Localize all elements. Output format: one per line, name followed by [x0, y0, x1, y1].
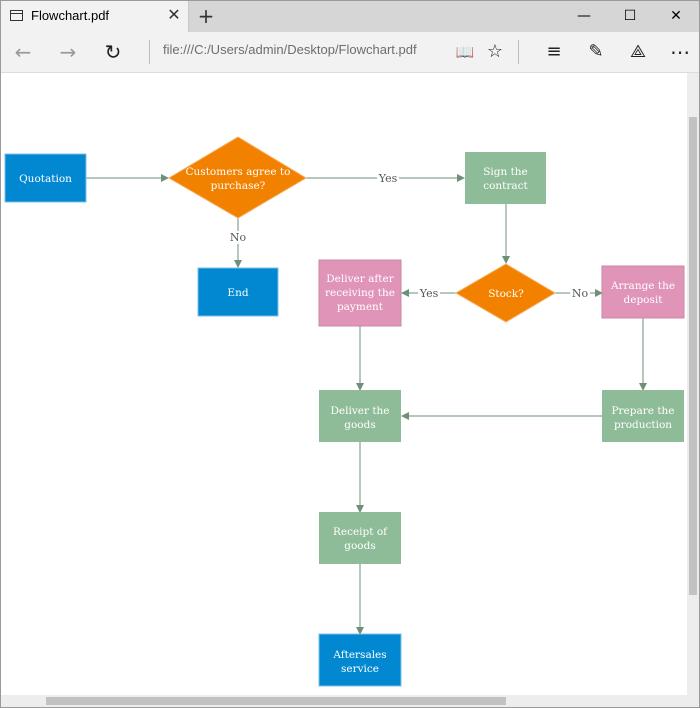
vertical-scroll-thumb[interactable] [689, 117, 697, 595]
scroll-corner [687, 695, 699, 707]
minimize-button[interactable]: — [577, 8, 591, 24]
pdf-viewer[interactable]: Yes No Yes No Quotation Customers agree … [1, 73, 687, 695]
node-quotation: Quotation [4, 153, 87, 203]
node-label-line: payment [337, 301, 384, 313]
node-label-line: Deliver after [326, 273, 394, 285]
node-label: Stock? [488, 288, 524, 300]
maximize-button[interactable]: ☐ [623, 8, 637, 24]
node-label-line: Aftersales [332, 649, 386, 661]
tab-bar: Flowchart.pdf ✕ + — ☐ ✕ [1, 1, 699, 32]
share-icon[interactable]: ⟁ [629, 41, 647, 62]
node-aftersales: Aftersales service [318, 633, 402, 687]
node-label-line: Customers agree to [186, 166, 291, 178]
toolbar-divider [518, 40, 519, 64]
node-deliver-goods: Deliver the goods [319, 390, 401, 442]
node-label-line: Arrange the [610, 280, 675, 292]
favorite-star-icon[interactable]: ☆ [486, 41, 504, 62]
address-divider [149, 40, 150, 64]
node-label-line: Prepare the [611, 405, 674, 417]
edge-label-yes: Yes [378, 172, 398, 185]
forward-icon[interactable]: → [59, 40, 77, 64]
tab-title: Flowchart.pdf [31, 8, 110, 23]
address-bar[interactable]: file:///C:/Users/admin/Desktop/Flowchart… [163, 42, 417, 57]
web-note-icon[interactable]: ✎ [588, 41, 604, 62]
page-icon [10, 10, 23, 21]
node-deliver-after: Deliver after receiving the payment [318, 259, 402, 327]
reading-view-icon[interactable]: 📖 [455, 43, 475, 61]
node-label-line: service [341, 663, 379, 675]
edge-label-no: No [230, 231, 247, 244]
node-label-line: contract [483, 180, 528, 192]
node-arrange-deposit: Arrange the deposit [601, 265, 685, 319]
hub-icon[interactable]: ≡ [546, 41, 562, 62]
node-prepare-production: Prepare the production [602, 390, 684, 442]
node-label-line: production [614, 419, 672, 431]
address-toolbar: ← → ↻ file:///C:/Users/admin/Desktop/Flo… [1, 32, 699, 73]
node-label-line: goods [344, 419, 375, 431]
flowchart-canvas: Yes No Yes No Quotation Customers agree … [4, 136, 685, 687]
node-label-line: Sign the [483, 166, 528, 178]
tab-flowchart[interactable]: Flowchart.pdf ✕ [1, 1, 189, 32]
refresh-icon[interactable]: ↻ [104, 40, 122, 64]
node-decision-agree: Customers agree to purchase? [168, 136, 307, 219]
node-sign-contract: Sign the contract [465, 152, 546, 204]
close-window-button[interactable]: ✕ [670, 8, 682, 24]
node-label-line: deposit [624, 294, 664, 306]
new-tab-button[interactable]: + [197, 4, 215, 28]
node-label: Quotation [19, 173, 72, 185]
horizontal-scroll-thumb[interactable] [46, 697, 506, 705]
edge-label-no-stock: No [572, 287, 589, 300]
node-label-line: receiving the [325, 287, 395, 299]
node-receipt-goods: Receipt of goods [319, 512, 401, 564]
more-icon[interactable]: ⋯ [670, 40, 690, 64]
node-label-line: purchase? [211, 180, 266, 192]
horizontal-scrollbar[interactable] [1, 695, 687, 707]
back-icon[interactable]: ← [14, 40, 32, 64]
node-label-line: goods [344, 540, 375, 552]
vertical-scrollbar[interactable] [687, 73, 699, 695]
node-end: End [197, 267, 279, 317]
node-label-line: Deliver the [330, 405, 389, 417]
node-label: End [227, 287, 248, 299]
tab-close-icon[interactable]: ✕ [167, 5, 181, 24]
edge-label-yes-stock: Yes [419, 287, 439, 300]
node-label-line: Receipt of [333, 526, 388, 538]
node-stock-decision: Stock? [455, 263, 556, 323]
